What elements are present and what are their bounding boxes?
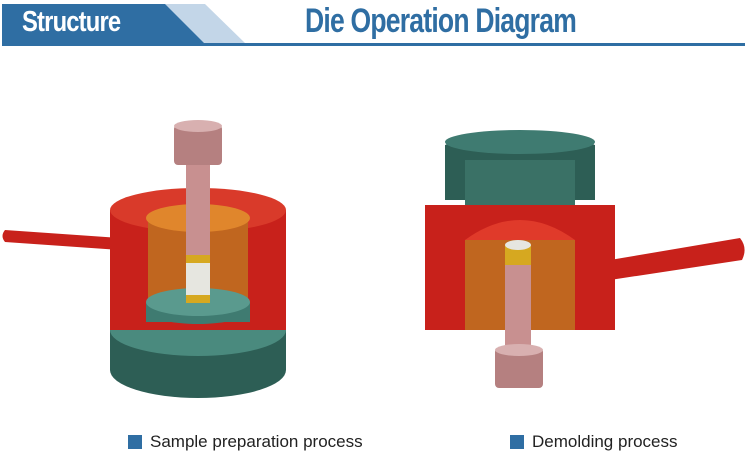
demolding-diagram (425, 130, 745, 388)
caption-text: Demolding process (532, 432, 678, 451)
section-tab-label: Structure (22, 6, 121, 38)
bullet-square-icon (510, 435, 524, 449)
sample-preparation-diagram (2, 120, 286, 398)
handle-bar (610, 238, 745, 280)
caption-demolding: Demolding process (510, 432, 678, 452)
caption-text: Sample preparation process (150, 432, 363, 451)
caption-sample-preparation: Sample preparation process (128, 432, 363, 452)
handle-bar (2, 230, 120, 250)
bullet-square-icon (128, 435, 142, 449)
page-title: Die Operation Diagram (305, 2, 577, 40)
header-banner (2, 4, 745, 46)
